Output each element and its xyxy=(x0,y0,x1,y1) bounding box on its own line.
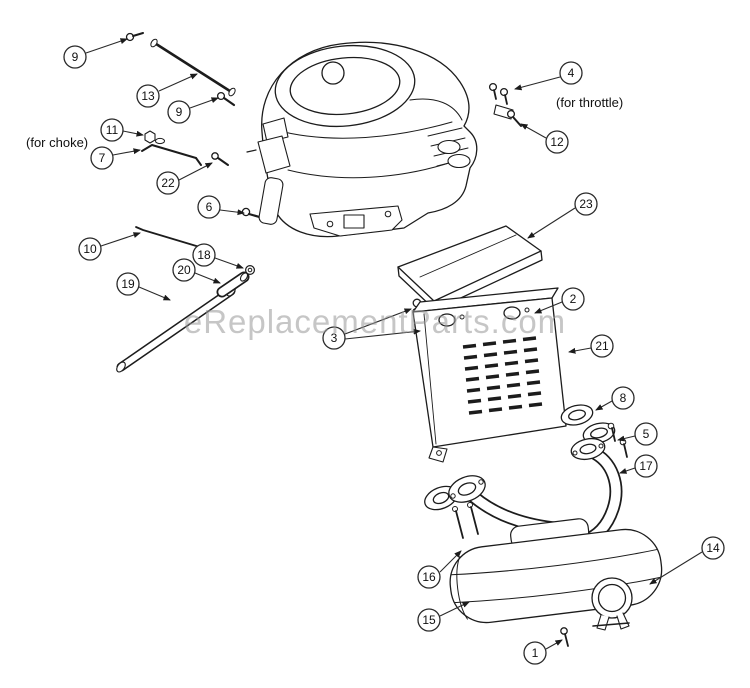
callout-9[interactable]: 9 xyxy=(167,97,219,124)
callout-circle[interactable] xyxy=(136,84,160,108)
callout-12[interactable]: 12 xyxy=(520,123,569,154)
callout-6[interactable]: 6 xyxy=(197,195,245,219)
callout-circle[interactable] xyxy=(701,536,725,560)
leader-line xyxy=(112,148,141,156)
leader-line xyxy=(344,328,421,340)
callout-circle[interactable] xyxy=(197,195,221,219)
callout-17[interactable]: 17 xyxy=(619,454,658,478)
throttle-hardware-art xyxy=(488,82,522,127)
callout-9[interactable]: 9 xyxy=(63,38,128,69)
callout-circle[interactable] xyxy=(192,243,216,267)
leader-line xyxy=(568,347,592,354)
leader-line xyxy=(219,209,245,216)
engine-assembly-art xyxy=(246,41,478,238)
callout-circle[interactable] xyxy=(611,386,635,410)
callout-circle[interactable] xyxy=(574,192,598,216)
callout-1[interactable]: 1 xyxy=(523,639,563,665)
leader-line xyxy=(158,73,198,92)
callout-13[interactable]: 13 xyxy=(136,73,198,108)
callout-8[interactable]: 8 xyxy=(595,386,635,411)
callout-3[interactable]: 3 xyxy=(322,308,421,350)
louvers-art xyxy=(462,336,543,415)
callout-11[interactable]: 11 xyxy=(100,118,144,142)
leader-line xyxy=(619,467,636,474)
callout-circle[interactable] xyxy=(417,565,441,589)
leader-line xyxy=(138,286,171,301)
callout-circle[interactable] xyxy=(167,100,191,124)
callout-18[interactable]: 18 xyxy=(192,243,244,269)
choke-note: (for choke) xyxy=(26,135,89,150)
callout-circle[interactable] xyxy=(634,454,658,478)
callout-22[interactable]: 22 xyxy=(156,162,213,195)
callout-19[interactable]: 19 xyxy=(116,272,171,301)
callout-circle[interactable] xyxy=(116,272,140,296)
leader-line xyxy=(545,639,563,650)
leader-line xyxy=(194,272,221,284)
muffler-screw-art xyxy=(560,627,569,647)
callout-circle[interactable] xyxy=(100,118,124,142)
callout-21[interactable]: 21 xyxy=(568,334,614,358)
leader-line xyxy=(214,257,244,269)
leader-line xyxy=(649,551,703,585)
callout-circle[interactable] xyxy=(156,171,180,195)
callout-circle[interactable] xyxy=(545,130,569,154)
callout-circle[interactable] xyxy=(90,146,114,170)
leader-line xyxy=(520,123,547,139)
callout-4[interactable]: 4 xyxy=(514,61,583,91)
leader-line xyxy=(527,207,576,239)
heat-shield-art xyxy=(412,287,567,463)
leader-line xyxy=(178,162,213,181)
callout-circle[interactable] xyxy=(559,61,583,85)
callout-circle[interactable] xyxy=(322,326,346,350)
callout-circle[interactable] xyxy=(63,45,87,69)
callout-7[interactable]: 7 xyxy=(90,146,141,170)
leader-line xyxy=(617,435,636,442)
muffler-art xyxy=(449,518,663,624)
leader-line xyxy=(122,130,144,137)
control-rods-art xyxy=(116,32,265,373)
callout-circle[interactable] xyxy=(172,258,196,282)
air-cleaner-cover-art xyxy=(397,225,543,311)
callout-circle[interactable] xyxy=(561,287,585,311)
leader-line xyxy=(595,400,613,411)
leader-line xyxy=(344,308,412,335)
callout-23[interactable]: 23 xyxy=(527,192,598,239)
leader-line xyxy=(189,97,219,109)
leader-line xyxy=(439,550,462,573)
callout-circle[interactable] xyxy=(523,641,547,665)
clamp-art xyxy=(591,577,633,631)
callout-circle[interactable] xyxy=(417,608,441,632)
throttle-note: (for throttle) xyxy=(556,95,624,110)
leader-line xyxy=(85,38,128,54)
callout-circle[interactable] xyxy=(78,237,102,261)
leader-line xyxy=(100,232,141,247)
callout-circle[interactable] xyxy=(634,422,658,446)
callout-10[interactable]: 10 xyxy=(78,232,141,261)
leader-line xyxy=(514,76,561,91)
leader-line xyxy=(439,601,470,617)
callout-circle[interactable] xyxy=(590,334,614,358)
leader-line xyxy=(534,301,563,314)
